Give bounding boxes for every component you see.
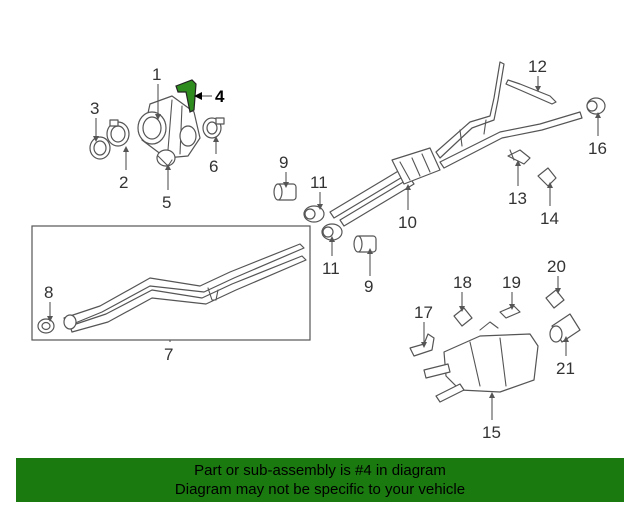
- callout-8: 8: [44, 283, 53, 302]
- leader-arrowheads: [47, 86, 601, 398]
- note-line-disclaimer: Diagram may not be specific to your vehi…: [174, 481, 466, 498]
- tail-pipe-part-21[interactable]: [549, 313, 581, 343]
- callout-11-upper: 11: [310, 173, 328, 192]
- callout-15: 15: [482, 423, 501, 442]
- callout-1: 1: [152, 65, 161, 84]
- bracket-part-4-highlighted[interactable]: [175, 79, 197, 113]
- callout-9-upper: 9: [279, 153, 288, 172]
- callout-12: 12: [528, 57, 547, 76]
- clamp-part-16[interactable]: [586, 97, 606, 115]
- callout-13: 13: [508, 189, 527, 208]
- isolator-part-18[interactable]: [453, 307, 473, 327]
- note-line-part-number: Part or sub-assembly is #4 in diagram: [194, 462, 446, 479]
- callout-2: 2: [119, 173, 128, 192]
- bracket-part-13[interactable]: [507, 149, 531, 165]
- callout-9-lower: 9: [364, 277, 373, 296]
- insulator-part-9-upper[interactable]: [273, 183, 297, 201]
- hanger-part-19[interactable]: [499, 305, 521, 319]
- part-7-group-frame: [31, 225, 311, 341]
- catalytic-converter-part-1[interactable]: [137, 95, 201, 159]
- clamp-part-11-lower[interactable]: [321, 223, 343, 241]
- callout-14: 14: [540, 209, 559, 228]
- callout-16: 16: [588, 139, 607, 158]
- clamp-part-2[interactable]: [106, 119, 130, 147]
- rear-muffler-part-15[interactable]: [423, 321, 539, 403]
- clamp-part-11-upper[interactable]: [303, 205, 325, 223]
- bracket-part-17[interactable]: [409, 333, 435, 357]
- callout-18: 18: [453, 273, 472, 292]
- center-muffler-part-10[interactable]: [329, 61, 583, 227]
- insulator-part-9-lower[interactable]: [353, 235, 377, 253]
- callout-7: 7: [164, 345, 173, 364]
- clamp-part-5[interactable]: [156, 149, 176, 167]
- isolator-part-14[interactable]: [537, 167, 557, 187]
- callout-11-lower: 11: [322, 259, 340, 278]
- callout-5: 5: [162, 193, 171, 212]
- clamp-part-8[interactable]: [37, 318, 55, 334]
- front-pipe-part-7[interactable]: [63, 243, 307, 333]
- diagram-note-banner: Part or sub-assembly is #4 in diagram Di…: [16, 458, 624, 502]
- leader-lines: [49, 76, 599, 420]
- hanger-part-12[interactable]: [505, 79, 557, 105]
- callout-4: 4: [215, 87, 225, 106]
- callout-21: 21: [556, 359, 575, 378]
- callout-10: 10: [398, 213, 417, 232]
- callout-17: 17: [414, 303, 433, 322]
- callout-19: 19: [502, 273, 521, 292]
- callout-20: 20: [547, 257, 566, 276]
- gasket-part-3[interactable]: [89, 136, 111, 160]
- clamp-part-6[interactable]: [202, 117, 225, 139]
- isolator-part-20[interactable]: [545, 289, 565, 309]
- exhaust-system-diagram: 1 2 3 4 5 6 7 8 9 9 10 11 11 12 13 14 15…: [31, 57, 607, 442]
- callout-3: 3: [90, 99, 99, 118]
- callout-6: 6: [209, 157, 218, 176]
